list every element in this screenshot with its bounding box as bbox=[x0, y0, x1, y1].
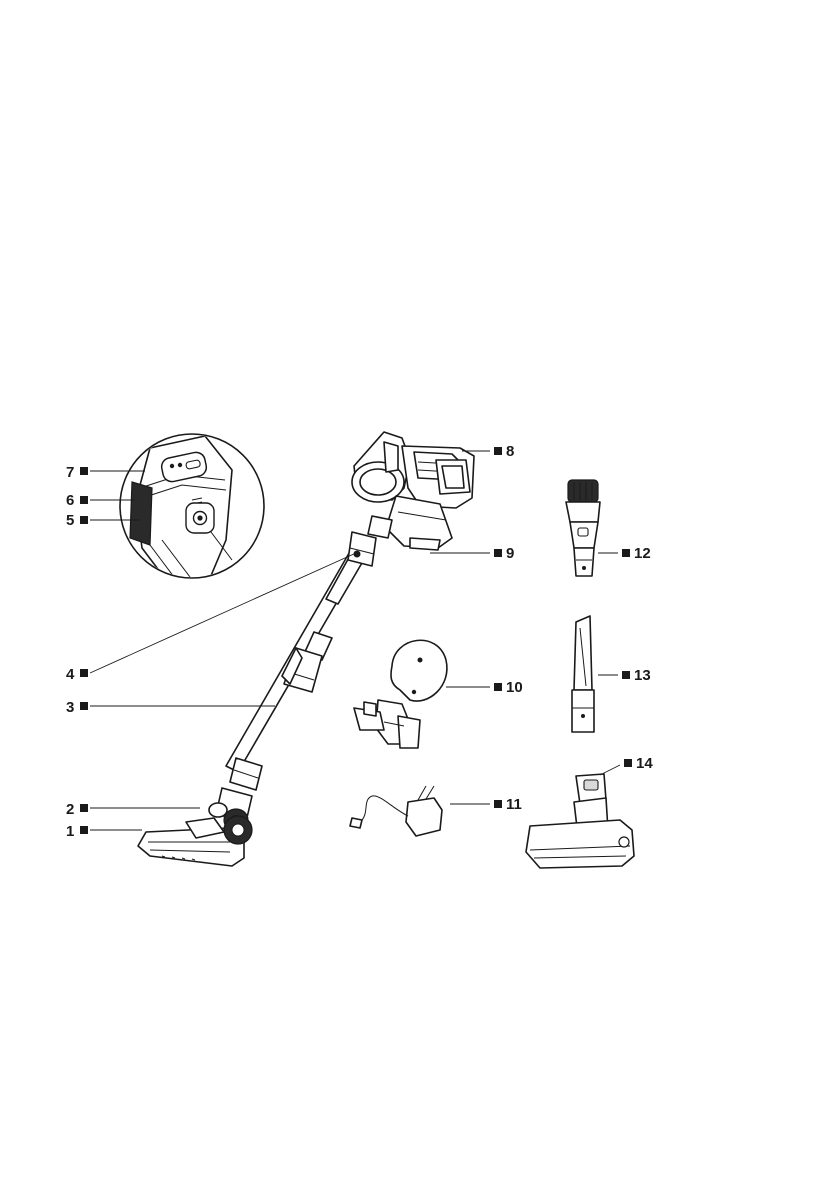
svg-text:1: 1 bbox=[66, 823, 74, 840]
label-3: 3 bbox=[66, 699, 88, 716]
label-13: 13 bbox=[622, 667, 651, 684]
svg-text:7: 7 bbox=[66, 464, 74, 481]
power-button-icon bbox=[186, 503, 214, 533]
svg-text:9: 9 bbox=[506, 545, 514, 562]
svg-text:8: 8 bbox=[506, 443, 514, 460]
label-5: 5 bbox=[66, 512, 88, 529]
svg-text:10: 10 bbox=[506, 679, 523, 696]
handle-unit-icon bbox=[352, 432, 474, 508]
wall-mount-icon bbox=[354, 640, 447, 748]
label-6: 6 bbox=[66, 492, 88, 509]
label-9: 9 bbox=[494, 545, 514, 562]
label-10: 10 bbox=[494, 679, 523, 696]
svg-text:4: 4 bbox=[66, 666, 75, 683]
mini-motorized-brush-icon bbox=[526, 774, 634, 868]
dust-bin-icon bbox=[368, 496, 452, 550]
crevice-tool-icon bbox=[572, 616, 594, 732]
label-1: 1 bbox=[66, 823, 88, 840]
svg-text:12: 12 bbox=[634, 545, 651, 562]
svg-text:11: 11 bbox=[506, 796, 522, 813]
label-11: 11 bbox=[494, 796, 522, 813]
svg-text:5: 5 bbox=[66, 512, 74, 529]
dusting-brush-icon bbox=[566, 480, 600, 576]
extension-tube-icon bbox=[226, 532, 376, 790]
svg-text:14: 14 bbox=[636, 755, 653, 772]
charger-adapter-icon bbox=[350, 786, 442, 836]
control-panel-detail bbox=[120, 434, 264, 585]
label-14: 14 bbox=[624, 755, 653, 772]
svg-text:2: 2 bbox=[66, 801, 74, 818]
label-2: 2 bbox=[66, 801, 88, 818]
svg-text:6: 6 bbox=[66, 492, 74, 509]
grip-texture-icon bbox=[130, 482, 152, 545]
label-8: 8 bbox=[494, 443, 514, 460]
label-12: 12 bbox=[622, 545, 651, 562]
svg-text:3: 3 bbox=[66, 699, 74, 716]
floor-brush-head-icon bbox=[138, 816, 252, 866]
label-7: 7 bbox=[66, 464, 88, 481]
svg-text:13: 13 bbox=[634, 667, 651, 684]
label-4: 4 bbox=[66, 666, 88, 683]
